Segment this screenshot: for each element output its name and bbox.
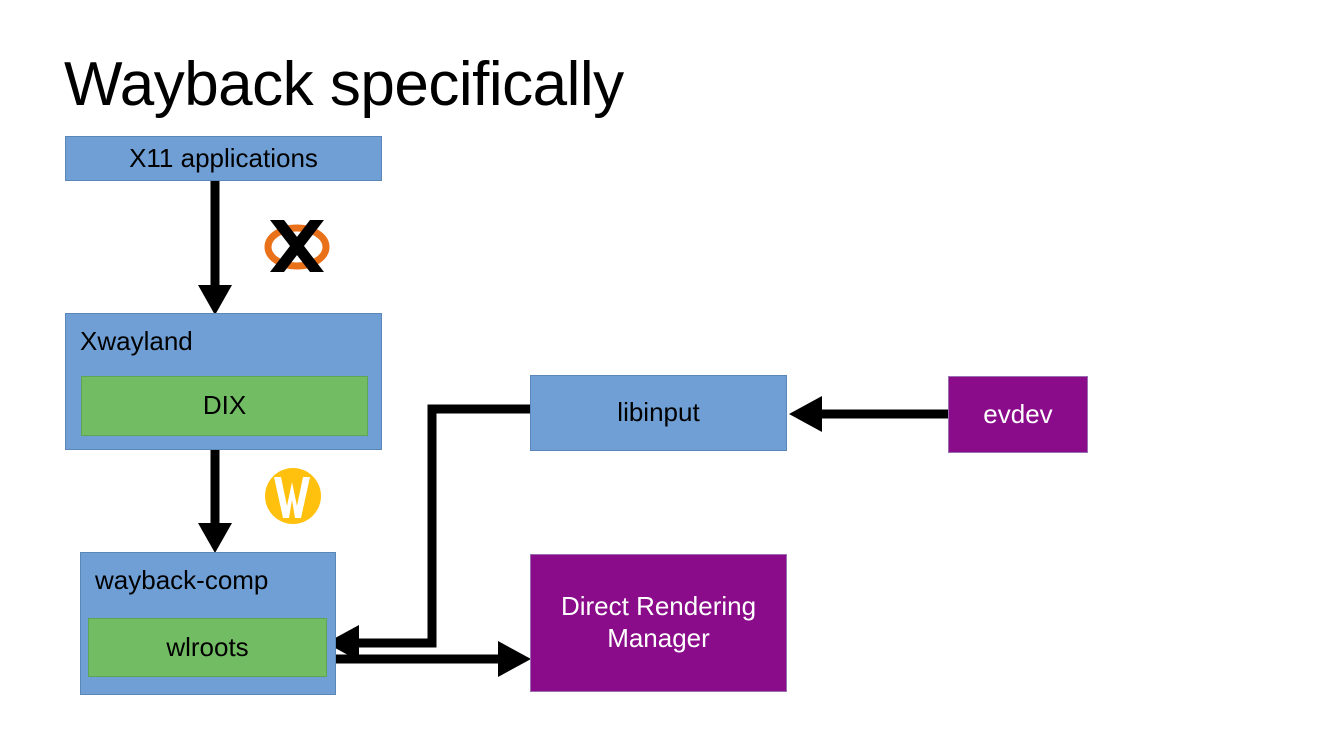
node-label-libinput: libinput bbox=[617, 397, 700, 428]
node-x11-applications[interactable]: X11 applications bbox=[65, 136, 382, 181]
node-label-dix: DIX bbox=[202, 390, 247, 421]
node-label-xwayland: Xwayland bbox=[80, 326, 193, 356]
node-label-x11-applications: X11 applications bbox=[129, 142, 318, 173]
node-evdev[interactable]: evdev bbox=[948, 376, 1088, 453]
node-wayback-comp[interactable]: wayback-comp wlroots bbox=[80, 552, 336, 695]
arrow-wlroots-to-drm bbox=[326, 641, 531, 677]
arrow-x11apps-to-xwayland bbox=[198, 180, 232, 315]
arrow-xwayland-to-waybackcomp bbox=[198, 450, 232, 553]
node-label-wayback-comp: wayback-comp bbox=[95, 565, 269, 595]
page-title: Wayback specifically bbox=[64, 50, 624, 119]
node-wlroots[interactable]: wlroots bbox=[88, 618, 327, 677]
node-direct-rendering-manager[interactable]: Direct Rendering Manager bbox=[530, 554, 787, 692]
wayland-logo-icon bbox=[265, 468, 321, 524]
node-xwayland[interactable]: Xwayland DIX bbox=[65, 313, 382, 450]
node-label-direct-rendering-manager: Direct Rendering Manager bbox=[560, 591, 757, 653]
arrow-evdev-to-libinput bbox=[789, 396, 948, 432]
node-libinput[interactable]: libinput bbox=[530, 375, 787, 451]
xorg-logo-icon bbox=[264, 220, 330, 272]
node-label-wlroots: wlroots bbox=[166, 631, 249, 662]
node-label-evdev: evdev bbox=[983, 398, 1053, 429]
node-dix[interactable]: DIX bbox=[81, 376, 368, 436]
